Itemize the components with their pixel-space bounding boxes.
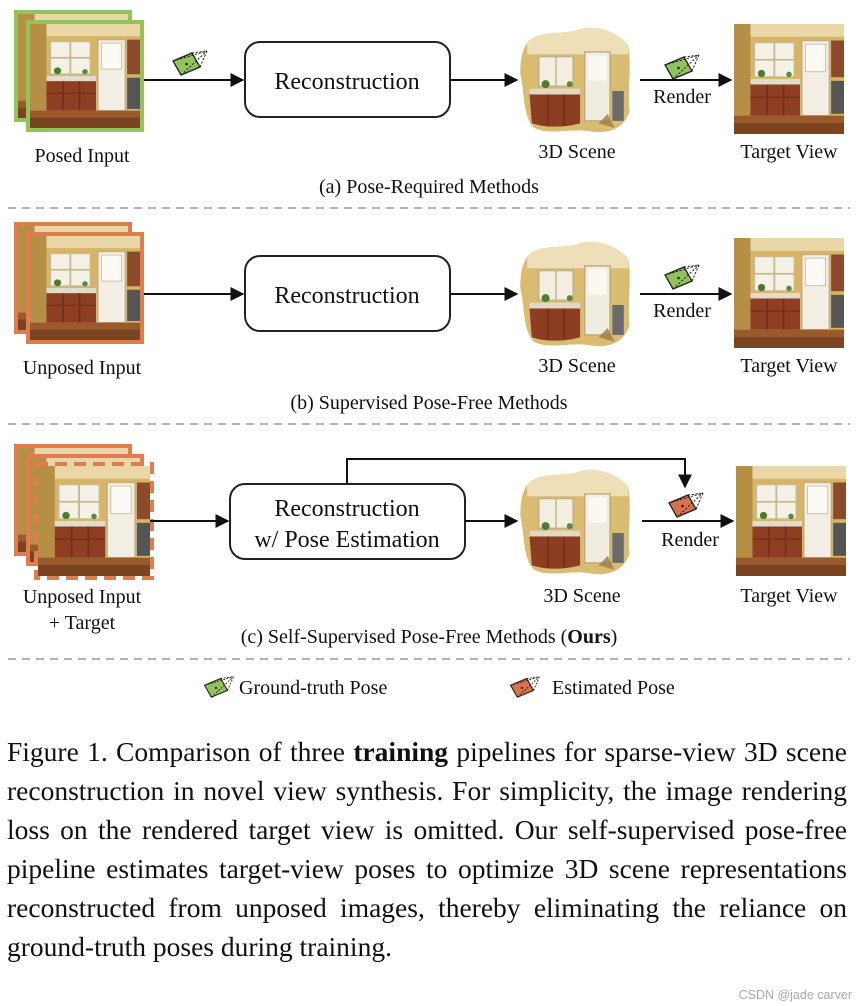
unposed-input-label: Unposed Input — [23, 357, 142, 379]
target-view-image — [734, 24, 844, 134]
legend: Ground-truth Pose Estimated Pose — [203, 676, 675, 699]
target-view-label: Target View — [740, 355, 838, 377]
target-view-label: Target View — [740, 585, 838, 607]
caption-bold-word: training — [353, 736, 449, 767]
posed-input-stack — [14, 10, 144, 132]
section-title-b: (b) Supervised Pose-Free Methods — [290, 392, 567, 414]
target-view-image — [736, 466, 846, 576]
watermark: CSDN @jade carver — [738, 988, 852, 1002]
caption-prefix: Figure 1. Comparison of three — [7, 736, 354, 767]
legend-estimated-label: Estimated Pose — [552, 677, 675, 699]
posed-input-label: Posed Input — [35, 145, 130, 167]
3d-scene-label: 3D Scene — [538, 141, 615, 163]
caption-rest: pipelines for sparse-view 3D scene recon… — [7, 736, 847, 962]
row-supervised-pose-free: Unposed Input Reconstruction 3D Scene Re… — [14, 222, 844, 414]
pose-estimation-feedback-arrow — [346, 458, 692, 489]
reconstruction-label: Reconstruction — [274, 69, 419, 95]
3d-scene-label: 3D Scene — [538, 355, 615, 377]
unposed-input-target-stack — [14, 444, 154, 580]
estimated-pose-camera-icon — [668, 492, 704, 518]
ground-truth-pose-camera-icon — [172, 50, 208, 76]
ground-truth-pose-camera-icon — [664, 264, 700, 290]
render-label: Render — [653, 300, 711, 322]
section-title-c-start: (c) Self-Supervised Pose-Free Methods ( — [241, 626, 568, 648]
3d-scene-image — [519, 26, 631, 133]
section-title-c-end: ) — [611, 626, 618, 648]
unposed-input-label: Unposed Input — [23, 586, 142, 608]
legend-ground-truth-label: Ground-truth Pose — [239, 677, 387, 699]
reconstruction-label: Reconstruction — [274, 283, 419, 309]
target-view-label: Target View — [740, 141, 838, 163]
pose-estimation-label: w/ Pose Estimation — [254, 527, 439, 553]
3d-scene-label: 3D Scene — [543, 585, 620, 607]
ground-truth-pose-camera-icon — [203, 676, 235, 698]
pipeline-figure: Posed Input Reconstruction 3D Scene Rend… — [8, 10, 850, 699]
section-title-c-ours: Ours — [567, 626, 611, 648]
ground-truth-pose-camera-icon — [664, 54, 700, 80]
render-label: Render — [661, 529, 719, 551]
3d-scene-image — [519, 468, 631, 575]
target-input-label: + Target — [49, 612, 116, 634]
unposed-input-stack — [14, 222, 144, 344]
section-title-a: (a) Pose-Required Methods — [319, 176, 539, 198]
section-title-c: (c) Self-Supervised Pose-Free Methods (O… — [241, 626, 618, 648]
3d-scene-image — [519, 240, 631, 347]
figure-caption: Figure 1. Comparison of three training p… — [7, 732, 847, 966]
render-label: Render — [653, 86, 711, 108]
target-view-image — [734, 238, 844, 348]
reconstruction-label: Reconstruction — [274, 496, 419, 522]
row-pose-required: Posed Input Reconstruction 3D Scene Rend… — [14, 10, 844, 198]
estimated-pose-camera-icon — [509, 676, 541, 698]
row-self-supervised-pose-free: Unposed Input + Target Reconstruction w/… — [14, 444, 846, 648]
